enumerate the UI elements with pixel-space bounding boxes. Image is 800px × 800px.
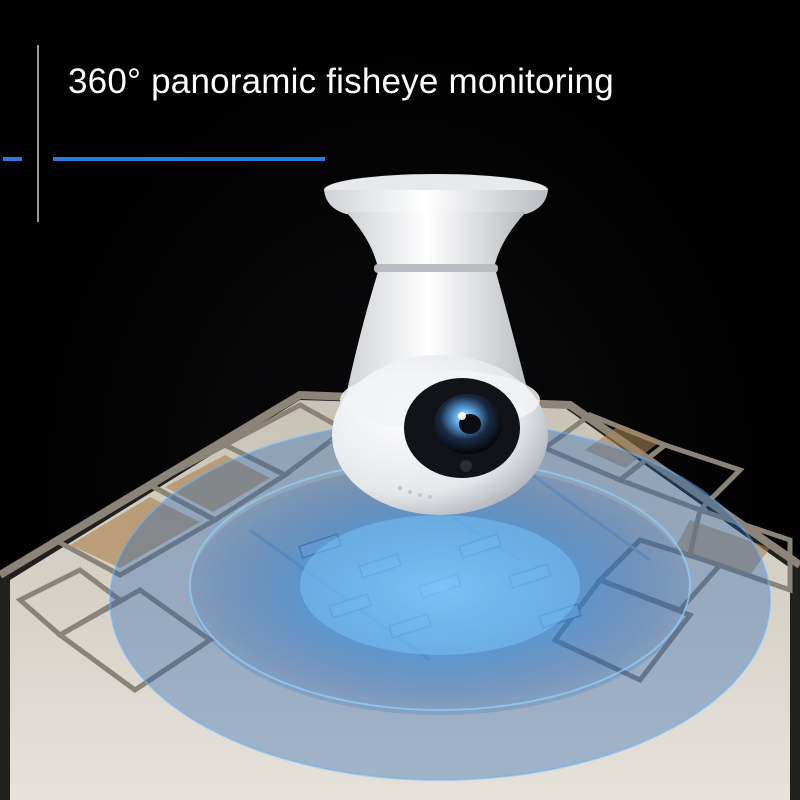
accent-line-short xyxy=(3,157,22,161)
vertical-divider xyxy=(37,45,39,222)
accent-line-long xyxy=(53,157,325,161)
camera xyxy=(324,174,548,515)
sensor-icon xyxy=(460,460,472,472)
headline: 360° panoramic fisheye monitoring xyxy=(68,62,614,101)
coverage-glow xyxy=(109,419,771,781)
